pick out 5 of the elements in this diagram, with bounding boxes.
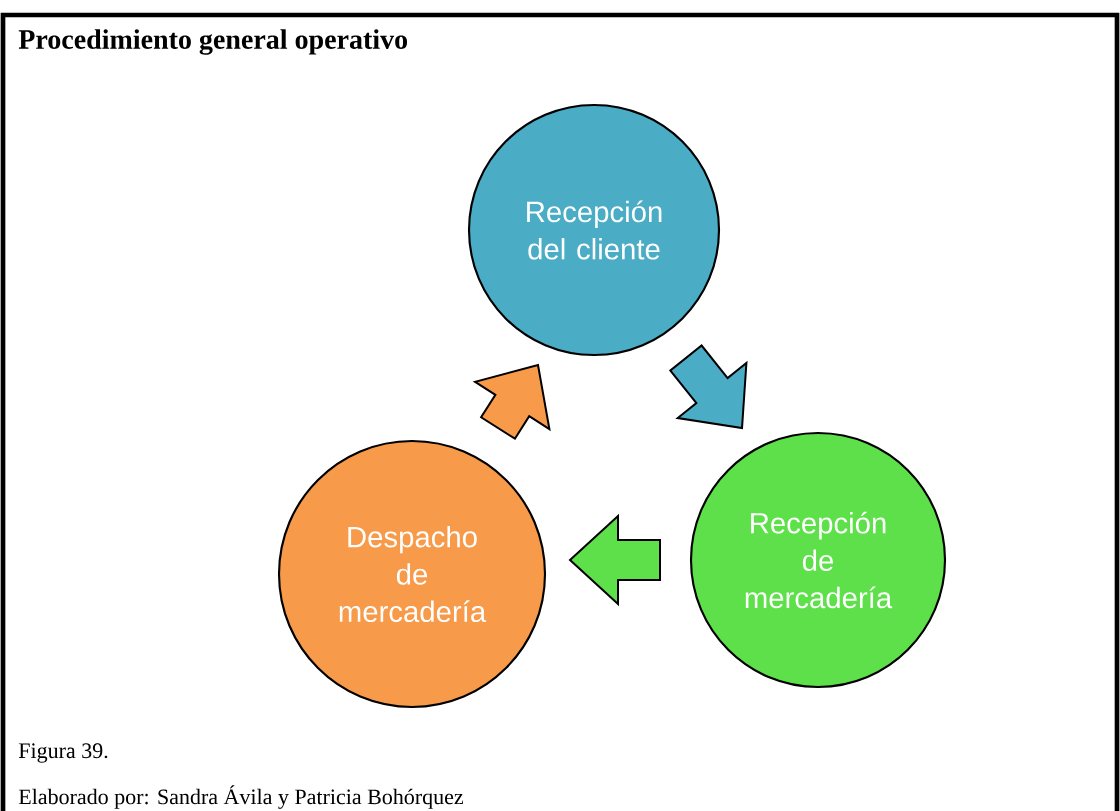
block-arrow xyxy=(669,344,748,430)
caption-text: Elaborado por: Sandra Ávila y Patricia Bohórquez xyxy=(18,785,464,809)
caption-text: Figura 39. xyxy=(18,743,108,763)
block-arrow xyxy=(568,513,661,607)
title: Procedimiento general operativo xyxy=(18,29,408,55)
